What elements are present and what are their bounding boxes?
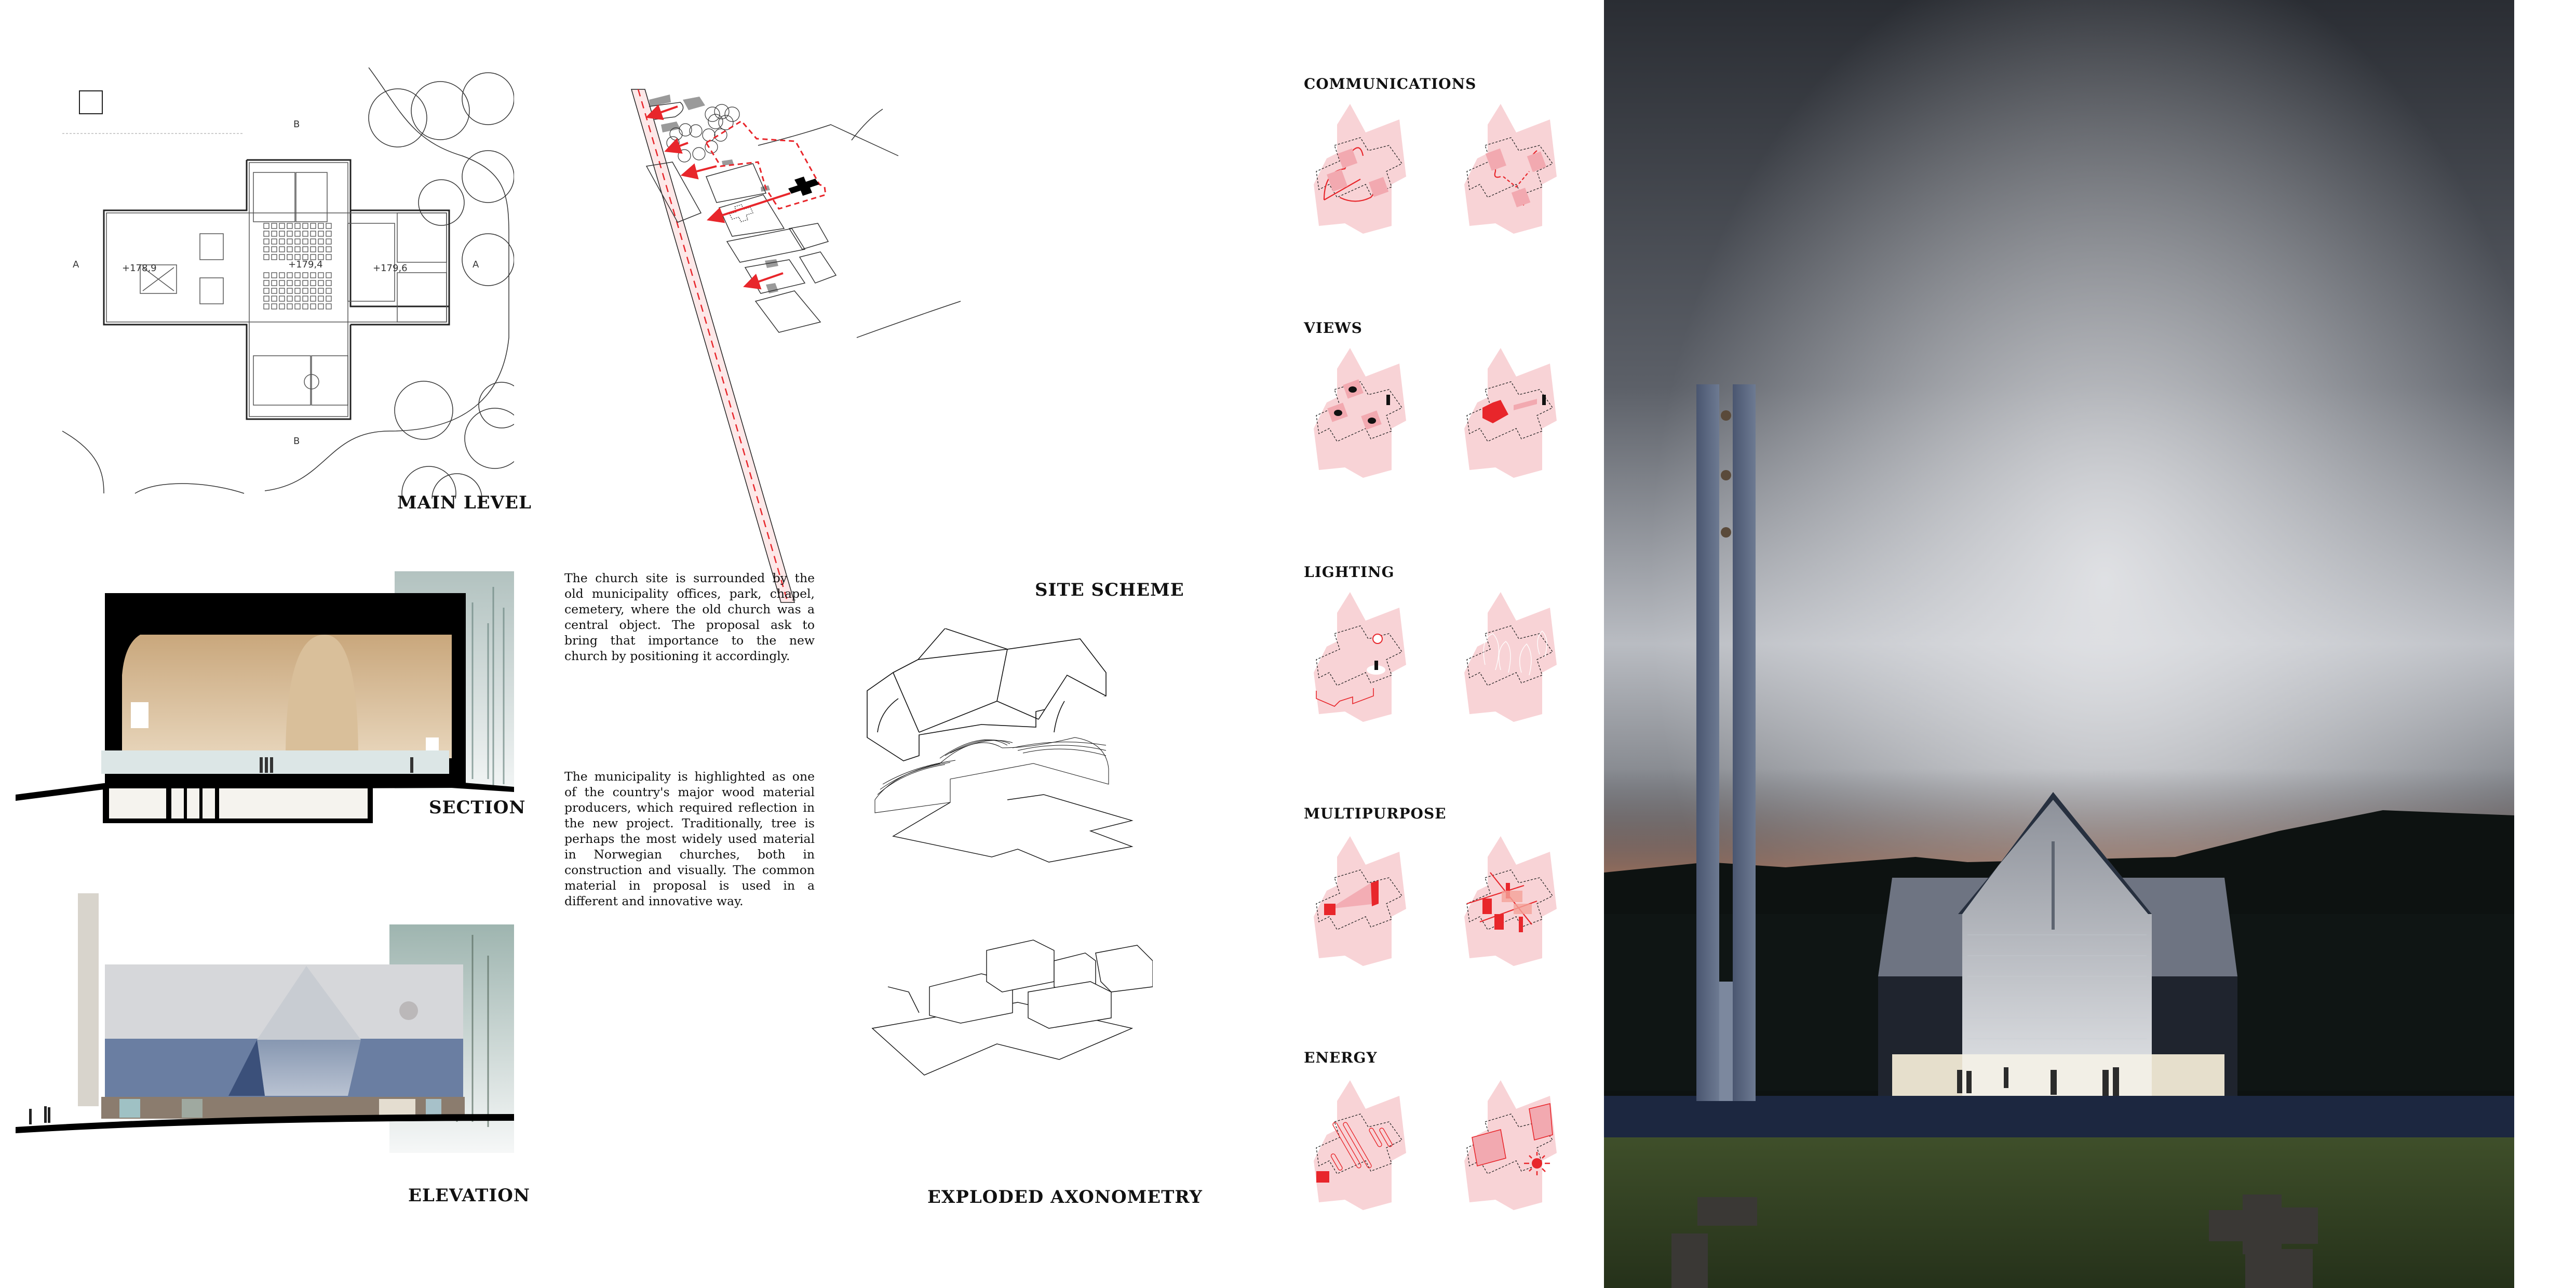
diagram-lighting-1 [1314, 592, 1406, 722]
site-scheme-title: SITE SCHEME [1035, 580, 1184, 600]
diagram-multipurpose-1 [1314, 836, 1406, 966]
level-label-left: +178,9 [122, 263, 157, 274]
section-drawing [16, 571, 514, 831]
site-description-text: The church site is surrounded by the old… [564, 571, 815, 663]
main-level-title: MAIN LEVEL [397, 492, 532, 513]
diagram-communications-2 [1464, 104, 1557, 234]
diagram-label-lighting: LIGHTING [1304, 564, 1395, 581]
diagram-label-views: VIEWS [1304, 319, 1363, 337]
floor-plan-panel: +178,9 +179,4 +179,6 A A B B [57, 68, 514, 499]
diagram-label-communications: COMMUNICATIONS [1304, 75, 1477, 92]
axonometry-title: EXPLODED AXONOMETRY [927, 1187, 1203, 1208]
material-description-text: The municipality is highlighted as one o… [564, 769, 815, 908]
section-marker-b-bottom: B [293, 436, 300, 447]
elevation-drawing [16, 893, 514, 1184]
diagram-label-energy: ENERGY [1304, 1049, 1378, 1066]
diagram-views-2 [1464, 348, 1557, 478]
diagram-views-1 [1314, 348, 1406, 478]
site-scheme-drawing [623, 78, 1174, 618]
diagram-energy-1 [1314, 1080, 1406, 1210]
section-title: SECTION [429, 797, 526, 818]
diagram-lighting-2 [1464, 592, 1557, 722]
exploded-axonometry-drawing [862, 628, 1153, 1174]
level-label-center: +179,4 [288, 259, 323, 270]
diagram-multipurpose-2 [1464, 836, 1557, 966]
exterior-render [1604, 0, 2514, 1288]
diagram-energy-2 [1464, 1080, 1557, 1210]
diagrams-grid [1314, 104, 1557, 1210]
section-marker-a-left: A [73, 259, 79, 270]
render-scene [1604, 0, 2514, 1288]
section-marker-a-right: A [473, 259, 479, 270]
section-marker-b-top: B [293, 119, 300, 130]
diagram-label-multipurpose: MULTIPURPOSE [1304, 805, 1447, 822]
level-label-right: +179,6 [373, 263, 408, 274]
floor-plan-drawing: +178,9 +179,4 +179,6 A A B B [62, 68, 514, 499]
diagram-communications-1 [1314, 104, 1406, 234]
elevation-title: ELEVATION [408, 1185, 530, 1206]
